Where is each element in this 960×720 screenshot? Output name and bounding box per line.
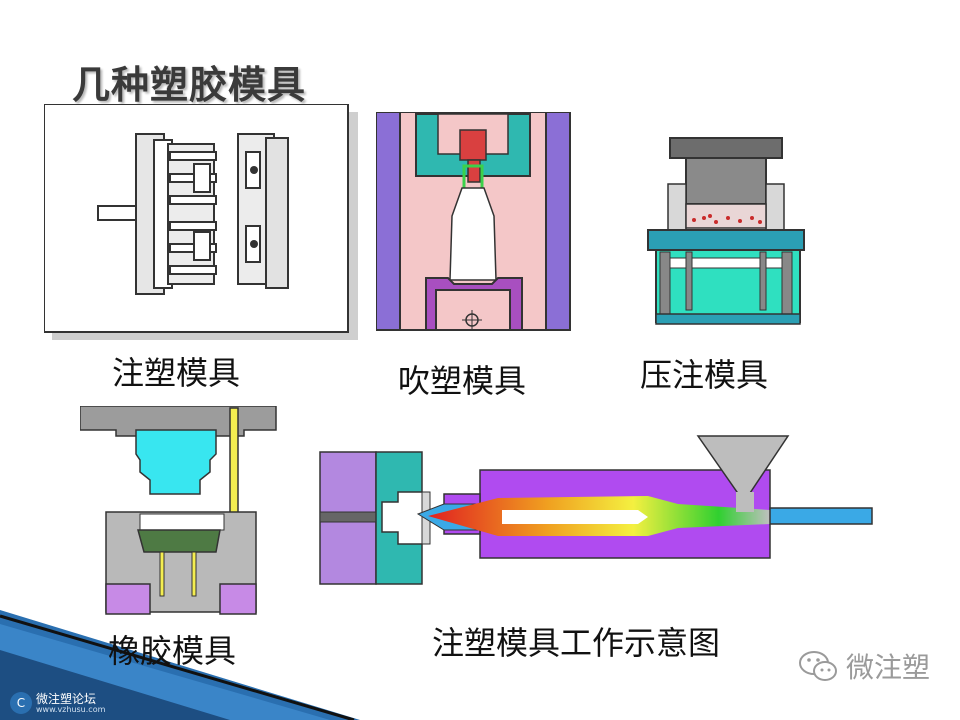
rubber-mold-figure: [80, 406, 277, 615]
caption-process: 注塑模具工作示意图: [432, 624, 721, 662]
caption-blow-mold: 吹塑模具: [398, 362, 527, 400]
transfer-mold-figure: [647, 137, 805, 325]
injection-process-figure: [319, 435, 873, 585]
rubber-part: [137, 529, 221, 553]
upper-plate: [647, 229, 805, 251]
hopper: [696, 435, 790, 504]
page-title: 几种塑胶模具: [72, 63, 307, 107]
material: [685, 203, 767, 229]
left-bar: [376, 112, 401, 331]
top-plate: [80, 406, 277, 437]
caption-injection-mold: 注塑模具: [112, 354, 241, 392]
injection-mold-figure: [44, 104, 358, 340]
press-top: [669, 137, 783, 159]
decorative-stripes: [0, 610, 360, 720]
nozzle: [459, 129, 487, 161]
watermark-text: 微注塑: [845, 651, 930, 684]
sprue: [97, 205, 139, 221]
bottle: [449, 187, 497, 281]
watermark: 微注塑: [798, 646, 930, 686]
logo-circle-icon: C: [10, 692, 32, 714]
bottom-mold: [425, 277, 523, 331]
footer-logo-name: 微注塑论坛: [36, 691, 97, 706]
screw-shaft: [769, 507, 873, 525]
right-bar: [545, 112, 571, 331]
footer-logo: C 微注塑论坛 www.vzhusu.com: [10, 692, 105, 714]
caption-transfer-mold: 压注模具: [640, 356, 769, 394]
guide-pin: [229, 407, 239, 519]
caption-rubber-mold: 橡胶模具: [108, 632, 237, 670]
footer-logo-url: www.vzhusu.com: [36, 704, 106, 714]
plunger: [685, 157, 767, 205]
wechat-icon: [798, 651, 837, 681]
mold-moving-half: [375, 451, 423, 585]
upper-mold: [135, 429, 217, 495]
blow-mold-figure: [376, 112, 571, 331]
